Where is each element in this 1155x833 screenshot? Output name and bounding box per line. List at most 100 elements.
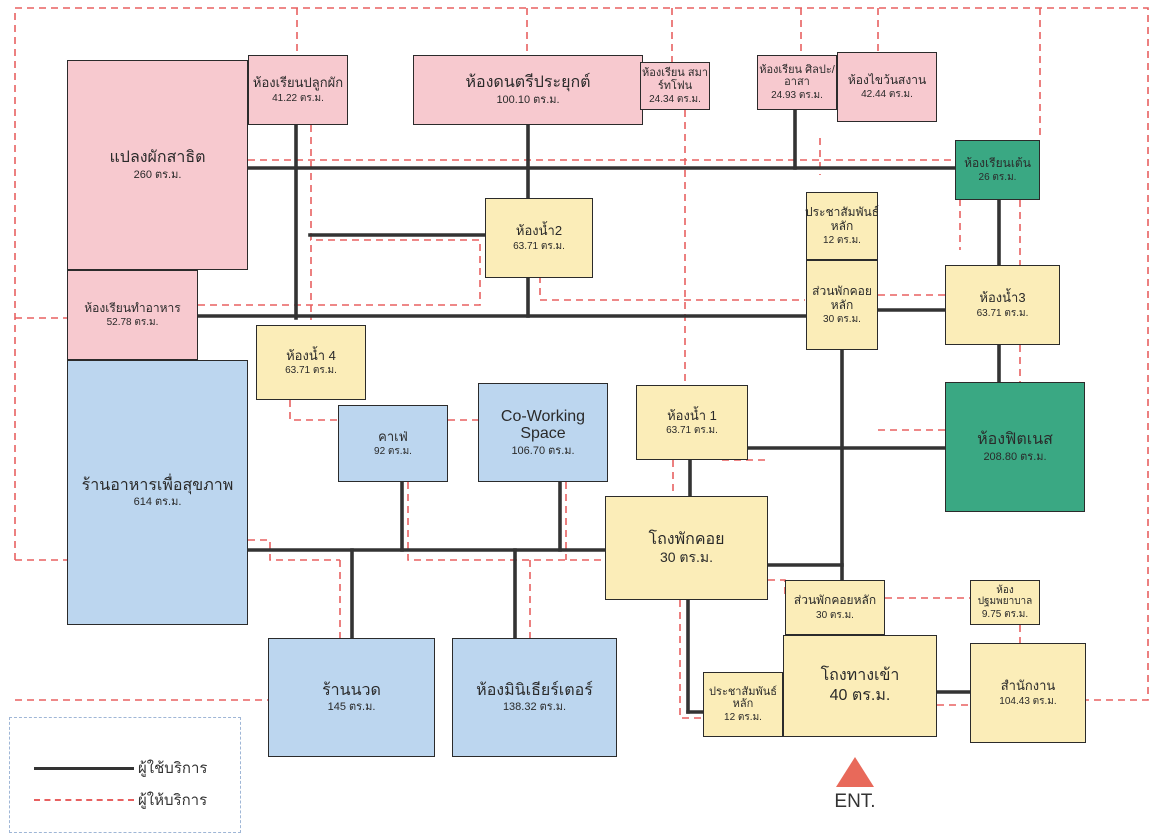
room-name: โถงพักคอย: [648, 530, 725, 548]
room-coworking: Co-Working Space 106.70 ตร.ม.: [478, 383, 608, 482]
room-area: 9.75 ตร.ม.: [981, 609, 1029, 620]
room-minitheater: ห้องมินิเธียร์เตอร์ 138.32 ตร.ม.: [452, 638, 617, 757]
room-name: ประชาสัมพันธ์หลัก: [709, 685, 777, 710]
room-area: 63.71 ตร.ม.: [666, 425, 718, 437]
room-name: แปลงผักสาธิต: [109, 149, 206, 167]
room-area: 30 ตร.ม.: [823, 313, 861, 325]
entrance-arrow-icon: [836, 757, 874, 787]
room-area: 92 ตร.ม.: [374, 446, 412, 458]
room-area: 614 ตร.ม.: [133, 496, 182, 509]
room-area: 24.34 ตร.ม.: [649, 93, 701, 105]
room-area: 63.71 ตร.ม.: [513, 240, 565, 252]
room-area: 52.78 ตร.ม.: [106, 317, 159, 329]
room-music: ห้องดนตรีประยุกต์ 100.10 ตร.ม.: [413, 55, 643, 125]
room-cooking: ห้องเรียนทำอาหาร 52.78 ตร.ม.: [67, 270, 198, 360]
provider-path: [407, 482, 605, 561]
room-entrance-hall: โถงทางเข้า 40 ตร.ม.: [783, 635, 937, 737]
room-wc3: ห้องน้ำ3 63.71 ตร.ม.: [945, 265, 1060, 345]
room-smartphone: ห้องเรียน สมาร์ทโฟน 24.34 ตร.ม.: [640, 62, 710, 110]
room-name: ประชาสัมพันธ์หลัก: [804, 205, 880, 233]
room-name: ห้องเรียนทำอาหาร: [84, 300, 181, 315]
room-name: Co-Working Space: [500, 407, 586, 443]
legend-item-providers: ผู้ให้บริการ: [34, 788, 207, 812]
entrance-label: ENT.: [834, 791, 876, 812]
room-name: ส่วนพักคอยหลัก: [812, 284, 872, 312]
room-area: 12 ตร.ม.: [823, 234, 861, 246]
room-massage: ร้านนวด 145 ตร.ม.: [268, 638, 435, 757]
room-name: ห้องดนตรีประยุกต์: [465, 74, 591, 92]
room-area: 145 ตร.ม.: [327, 701, 376, 714]
room-name: ห้องเรียน สมาร์ทโฟน: [641, 67, 709, 92]
room-name: โถงทางเข้า: [820, 667, 900, 685]
room-pr-top: ประชาสัมพันธ์หลัก 12 ตร.ม.: [804, 192, 880, 260]
room-waiting-hall: โถงพักคอย 30 ตร.ม.: [605, 496, 768, 600]
room-art: ห้องเรียน ศิลปะ/อาสา 24.93 ตร.ม.: [757, 55, 837, 110]
room-name: ห้องน้ำ 4: [286, 347, 336, 363]
room-area: 106.70 ตร.ม.: [511, 445, 575, 458]
room-area: 63.71 ตร.ม.: [976, 307, 1029, 319]
room-fitness: ห้องฟิตเนส 208.80 ตร.ม.: [945, 382, 1085, 512]
entrance-marker: ENT.: [830, 757, 880, 813]
provider-path: [768, 579, 786, 598]
room-area: 24.93 ตร.ม.: [771, 90, 823, 102]
room-name: ส่วนพักคอยหลัก: [793, 593, 877, 608]
room-name: ห้องฟิตเนส: [977, 431, 1053, 449]
room-wc4: ห้องน้ำ 4 63.71 ตร.ม.: [256, 325, 366, 400]
room-area: 63.71 ตร.ม.: [285, 365, 337, 377]
room-area: 30 ตร.ม.: [659, 549, 714, 566]
room-wc2: ห้องน้ำ2 63.71 ตร.ม.: [485, 198, 593, 278]
room-area: 100.10 ตร.ม.: [496, 93, 560, 106]
room-name: คาเฟ่: [378, 428, 408, 444]
provider-path: [679, 600, 703, 719]
room-area: 208.80 ตร.ม.: [983, 450, 1047, 463]
solid-line-swatch: [34, 766, 134, 770]
room-name: ห้องเรียนปลูกผัก: [252, 75, 344, 91]
room-name: ห้องปฐมพยาบาล: [977, 585, 1033, 607]
user-paths: [196, 108, 1001, 714]
dashed-line-swatch: [34, 799, 134, 801]
provider-path: [539, 240, 805, 301]
room-restaurant: ร้านอาหารเพื่อสุขภาพ 614 ตร.ม.: [67, 360, 248, 625]
provider-path: [14, 7, 1149, 701]
room-name: ห้องน้ำ3: [979, 290, 1026, 306]
room-lounge-main-2: ส่วนพักคอยหลัก 30 ตร.ม.: [785, 580, 885, 635]
legend: ผู้ใช้บริการ ผู้ให้บริการ: [9, 717, 241, 833]
room-cafe: คาเฟ่ 92 ตร.ม.: [338, 405, 448, 482]
room-name: สำนักงาน: [1000, 678, 1056, 694]
room-plant-class: ห้องเรียนปลูกผัก 41.22 ตร.ม.: [248, 55, 348, 125]
provider-path: [248, 539, 340, 561]
room-name: ห้องน้ำ2: [515, 223, 563, 239]
legend-label: ผู้ใช้บริการ: [138, 760, 208, 777]
room-pr-bottom: ประชาสัมพันธ์หลัก 12 ตร.ม.: [703, 672, 783, 737]
room-area: 104.43 ตร.ม.: [999, 695, 1057, 707]
provider-path: [289, 400, 338, 421]
room-name: ร้านนวด: [322, 681, 381, 699]
provider-path: [721, 400, 768, 461]
legend-label: ผู้ให้บริการ: [138, 792, 208, 809]
room-area: 138.32 ตร.ม.: [502, 701, 567, 714]
room-name: ร้านอาหารเพื่อสุขภาพ: [81, 476, 234, 494]
room-area: 260 ตร.ม.: [133, 168, 182, 181]
room-lounge-main: ส่วนพักคอยหลัก 30 ตร.ม.: [806, 260, 878, 350]
room-name: ห้องไขว้นสงาน: [847, 72, 927, 87]
room-area: 42.44 ตร.ม.: [861, 89, 913, 101]
room-first-aid: ห้องปฐมพยาบาล 9.75 ตร.ม.: [970, 580, 1040, 625]
room-office: สำนักงาน 104.43 ตร.ม.: [970, 643, 1086, 743]
room-name: ห้องน้ำ 1: [667, 407, 717, 423]
room-name: ห้องมินิเธียร์เตอร์: [476, 681, 593, 699]
room-wc1: ห้องน้ำ 1 63.71 ตร.ม.: [636, 385, 748, 460]
room-area: 41.22 ตร.ม.: [272, 92, 324, 104]
room-area: 30 ตร.ม.: [816, 609, 854, 621]
provider-path: [198, 239, 481, 306]
legend-item-users: ผู้ใช้บริการ: [34, 756, 207, 780]
room-area: 26 ตร.ม.: [978, 172, 1017, 184]
room-name: ห้องเรียนเต้น: [964, 155, 1031, 170]
room-volunteer: ห้องไขว้นสงาน 42.44 ตร.ม.: [837, 52, 937, 122]
room-dance: ห้องเรียนเต้น 26 ตร.ม.: [955, 140, 1040, 200]
room-area: 12 ตร.ม.: [724, 712, 762, 724]
provider-paths: [14, 7, 1149, 719]
room-name: ห้องเรียน ศิลปะ/อาสา: [759, 63, 835, 88]
room-area: 40 ตร.ม.: [829, 687, 891, 704]
